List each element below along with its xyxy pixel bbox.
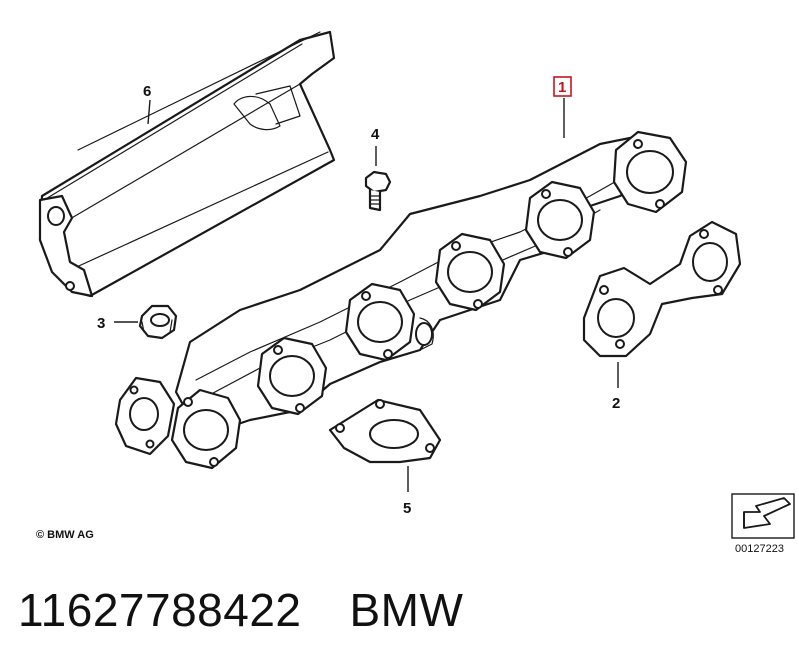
footer: 11627788422 BMW [18, 583, 463, 637]
bolt-part[interactable] [364, 170, 392, 212]
part-number: 11627788422 [18, 584, 302, 636]
heat-shield-part[interactable] [38, 30, 336, 298]
callout-1[interactable]: 1 [558, 79, 566, 96]
manifold-flange-3 [344, 282, 416, 362]
callout-5[interactable]: 5 [403, 500, 411, 517]
gasket-single-part[interactable] [328, 398, 442, 464]
callout-2[interactable]: 2 [612, 395, 620, 412]
brand-label: BMW [349, 584, 464, 636]
diagram-code: 00127223 [735, 543, 784, 555]
manifold-outlet-flange [114, 376, 176, 456]
manifold-flange-2 [256, 336, 328, 416]
manifold-flange-6 [612, 130, 688, 214]
arrow-to-lower-left-icon [731, 493, 795, 539]
copyright-label: © BMW AG [36, 529, 94, 541]
gasket-double-part[interactable] [582, 220, 742, 358]
manifold-flange-4 [434, 232, 506, 312]
manifold-flange-5 [524, 180, 596, 260]
callout-3[interactable]: 3 [97, 315, 105, 332]
callout-1-box [553, 76, 572, 97]
callout-6[interactable]: 6 [143, 83, 151, 100]
callout-4[interactable]: 4 [371, 126, 380, 143]
manifold-flange-1 [170, 388, 242, 470]
nut-part[interactable] [138, 304, 178, 340]
exhaust-manifold-part[interactable] [114, 130, 688, 470]
leader-6 [147, 99, 151, 125]
